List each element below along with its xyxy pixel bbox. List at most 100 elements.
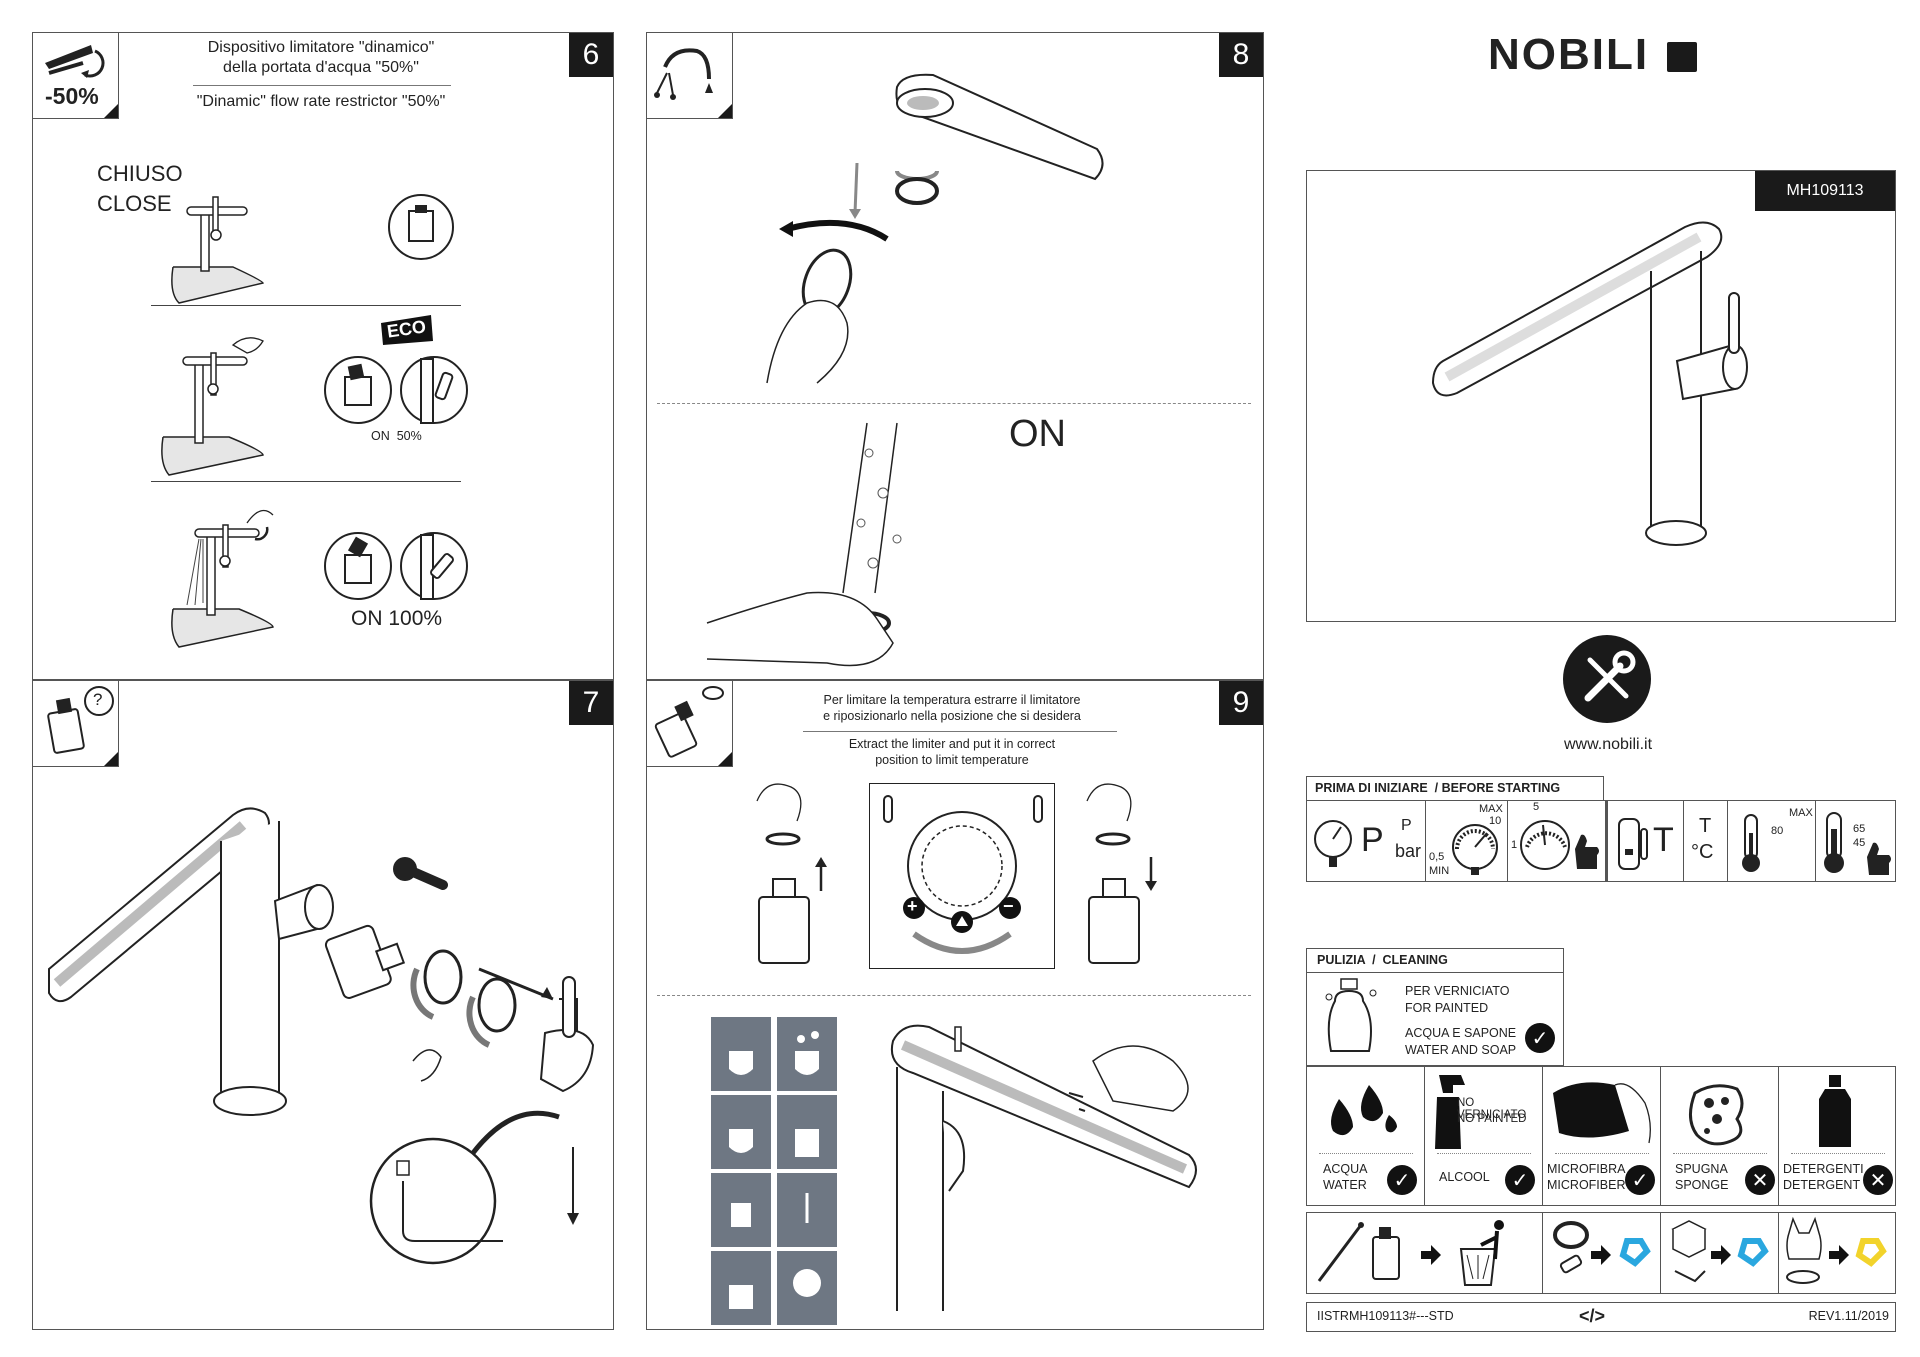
check-icon: ✓ bbox=[1505, 1165, 1535, 1195]
doc-code: IISTRMH109113#---STD bbox=[1317, 1309, 1454, 1323]
soap-it: ACQUA E SAPONE bbox=[1405, 1026, 1517, 1040]
cartridge-insert-illustration bbox=[1086, 783, 1157, 964]
p-unit-top: P bbox=[1401, 817, 1412, 834]
parts-trash-icon bbox=[1317, 1220, 1504, 1286]
brand-logo-text: NOBILI bbox=[1488, 30, 1650, 79]
dial-plus: + bbox=[907, 896, 918, 916]
cross-icon: ✕ bbox=[1745, 1165, 1775, 1195]
gauge2-left: 1 bbox=[1511, 839, 1518, 851]
thermometer-ok-icon bbox=[1824, 812, 1891, 875]
sponge-it: SPUGNA bbox=[1675, 1162, 1728, 1176]
panel-step-8: 8 ON bbox=[646, 32, 1264, 680]
cleaning-item-sponge: SPUGNA SPONGE ✕ bbox=[1661, 1067, 1779, 1205]
title-en: "Dinamic" flow rate restrictor "50%" bbox=[196, 93, 446, 110]
cleaning-item-microfiber: MICROFIBRA MICROFIBER ✓ bbox=[1543, 1067, 1661, 1205]
microfiber-en: MICROFIBER bbox=[1547, 1178, 1626, 1192]
cartridge-50-icon bbox=[324, 356, 392, 424]
disposal-plastic bbox=[1543, 1213, 1661, 1293]
model-code-badge: MH109113 bbox=[1755, 171, 1895, 211]
cleaning-painted-row: PER VERNICIATO FOR PAINTED ACQUA E SAPON… bbox=[1306, 972, 1564, 1066]
cartridge-extract-illustration bbox=[756, 783, 827, 964]
cartridge-100-icon bbox=[324, 532, 392, 600]
cleaning-tiles-grid bbox=[711, 1017, 837, 1325]
limiter-dial-box: + − bbox=[869, 783, 1055, 969]
eco-badge-icon bbox=[381, 315, 433, 345]
faucet-disassembly-illustration bbox=[48, 807, 595, 1265]
t-unit: °C bbox=[1691, 841, 1714, 863]
thermo-max-val: 80 bbox=[1771, 825, 1784, 837]
limiter-en-line1: Extract the limiter and put it in correc… bbox=[848, 737, 1056, 751]
faucet-wiping-illustration bbox=[891, 1024, 1197, 1311]
cartridge-closed-icon bbox=[388, 194, 454, 260]
code-symbol: </> bbox=[1579, 1306, 1606, 1326]
limiter-dial bbox=[883, 795, 1043, 954]
product-image-box: MH109113 bbox=[1306, 170, 1896, 622]
title-it-line1: Dispositivo limitatore "dinamico" bbox=[207, 39, 435, 56]
before-starting-title: PRIMA DI INIZIARE / BEFORE STARTING bbox=[1306, 776, 1604, 800]
painted-it: PER VERNICIATO bbox=[1405, 984, 1510, 998]
faucet-product-illustration bbox=[1431, 221, 1748, 546]
panel-step-6: 6 -50% Dispositivo limitatore "dinamico"… bbox=[32, 32, 614, 680]
disposal-bag bbox=[1779, 1213, 1897, 1293]
disposal-paper bbox=[1661, 1213, 1779, 1293]
gauge1-max: MAX bbox=[1479, 803, 1503, 815]
check-icon: ✓ bbox=[1525, 1023, 1555, 1053]
lever-50-icon bbox=[400, 356, 468, 424]
alcohol-note-it: NO VERNICIATO bbox=[1457, 1097, 1527, 1121]
before-starting-row: P P bar MAX 10 0,5 MIN 5 1 T T °C MAX 80 bbox=[1306, 800, 1896, 882]
lever-100-icon bbox=[400, 532, 468, 600]
panel-step-7: 7 ? bbox=[32, 680, 614, 1330]
water-en: WATER bbox=[1323, 1178, 1367, 1192]
faucet-50-illustration bbox=[161, 337, 264, 476]
gauge2-top: 5 bbox=[1533, 801, 1540, 813]
cartridge-question-badge: ? bbox=[33, 681, 119, 767]
check-icon: ✓ bbox=[1387, 1165, 1417, 1195]
closed-it: CHIUSO bbox=[97, 161, 183, 186]
thermo-b: 45 bbox=[1853, 837, 1866, 849]
soap-bottle-icon bbox=[1325, 978, 1377, 1052]
badge-percent: -50% bbox=[45, 83, 99, 109]
soap-en: WATER AND SOAP bbox=[1405, 1043, 1517, 1057]
gauge1-min-val: 0,5 bbox=[1429, 851, 1445, 863]
on-50-label: ON 50% bbox=[371, 429, 422, 443]
cartridge-question-icon bbox=[47, 686, 114, 754]
panel-step-9: 9 Per limitare la temperatura estrarre i… bbox=[646, 680, 1264, 1330]
disposal-row bbox=[1306, 1212, 1896, 1294]
detergent-bottle-icon bbox=[1819, 1075, 1851, 1147]
thermo-a: 65 bbox=[1853, 823, 1866, 835]
cleaning-item-detergent: DETERGENTI DETERGENT ✕ bbox=[1779, 1067, 1897, 1205]
tools-icon bbox=[1563, 635, 1651, 723]
thermo-max: MAX bbox=[1789, 807, 1813, 819]
bag-recycle-icon bbox=[1786, 1216, 1887, 1284]
gauge1-max-val: 10 bbox=[1489, 815, 1502, 827]
brand-logo: NOBILI bbox=[1488, 30, 1698, 80]
cleaning-item-alcohol: NO VERNICIATO NO PAINTED ALCOOL ✓ bbox=[1425, 1067, 1543, 1205]
step-number: 7 bbox=[569, 681, 613, 725]
microfiber-it: MICROFIBRA bbox=[1547, 1162, 1626, 1176]
thermometer-max-icon bbox=[1742, 814, 1760, 872]
aerator-removal-illustration bbox=[766, 73, 1104, 384]
p-symbol: P bbox=[1361, 821, 1384, 859]
disposal-general bbox=[1307, 1213, 1543, 1293]
on-100-label: ON 100% bbox=[351, 607, 443, 630]
sponge-icon bbox=[1689, 1084, 1744, 1146]
pressure-range-gauge-icon bbox=[1452, 824, 1498, 875]
water-heater-icon bbox=[1618, 818, 1648, 870]
step-number: 9 bbox=[1219, 681, 1263, 725]
website-link[interactable]: www.nobili.it bbox=[1563, 736, 1653, 753]
spray-bottle-icon bbox=[1435, 1075, 1465, 1149]
check-icon: ✓ bbox=[1625, 1165, 1655, 1195]
title-it-line2: della portata d'acqua "50%" bbox=[223, 59, 419, 76]
flow-icon bbox=[45, 45, 105, 78]
cleaning-item-water: ACQUA WATER ✓ bbox=[1307, 1067, 1425, 1205]
gauge1-min: MIN bbox=[1429, 865, 1450, 877]
t-unit-top: T bbox=[1699, 815, 1712, 837]
cleaning-title: PULIZIA / CLEANING bbox=[1306, 948, 1564, 972]
footer-bar: IISTRMH109113#---STD </> REV1.11/2019 bbox=[1306, 1302, 1896, 1332]
alcohol-note-en: NO PAINTED bbox=[1457, 1113, 1527, 1125]
limiter-it-line1: Per limitare la temperatura estrarre il … bbox=[823, 693, 1081, 707]
cross-icon: ✕ bbox=[1863, 1165, 1893, 1195]
p-unit: bar bbox=[1395, 841, 1422, 861]
aerator-icon bbox=[654, 48, 713, 100]
on-label: ON bbox=[1009, 413, 1066, 455]
